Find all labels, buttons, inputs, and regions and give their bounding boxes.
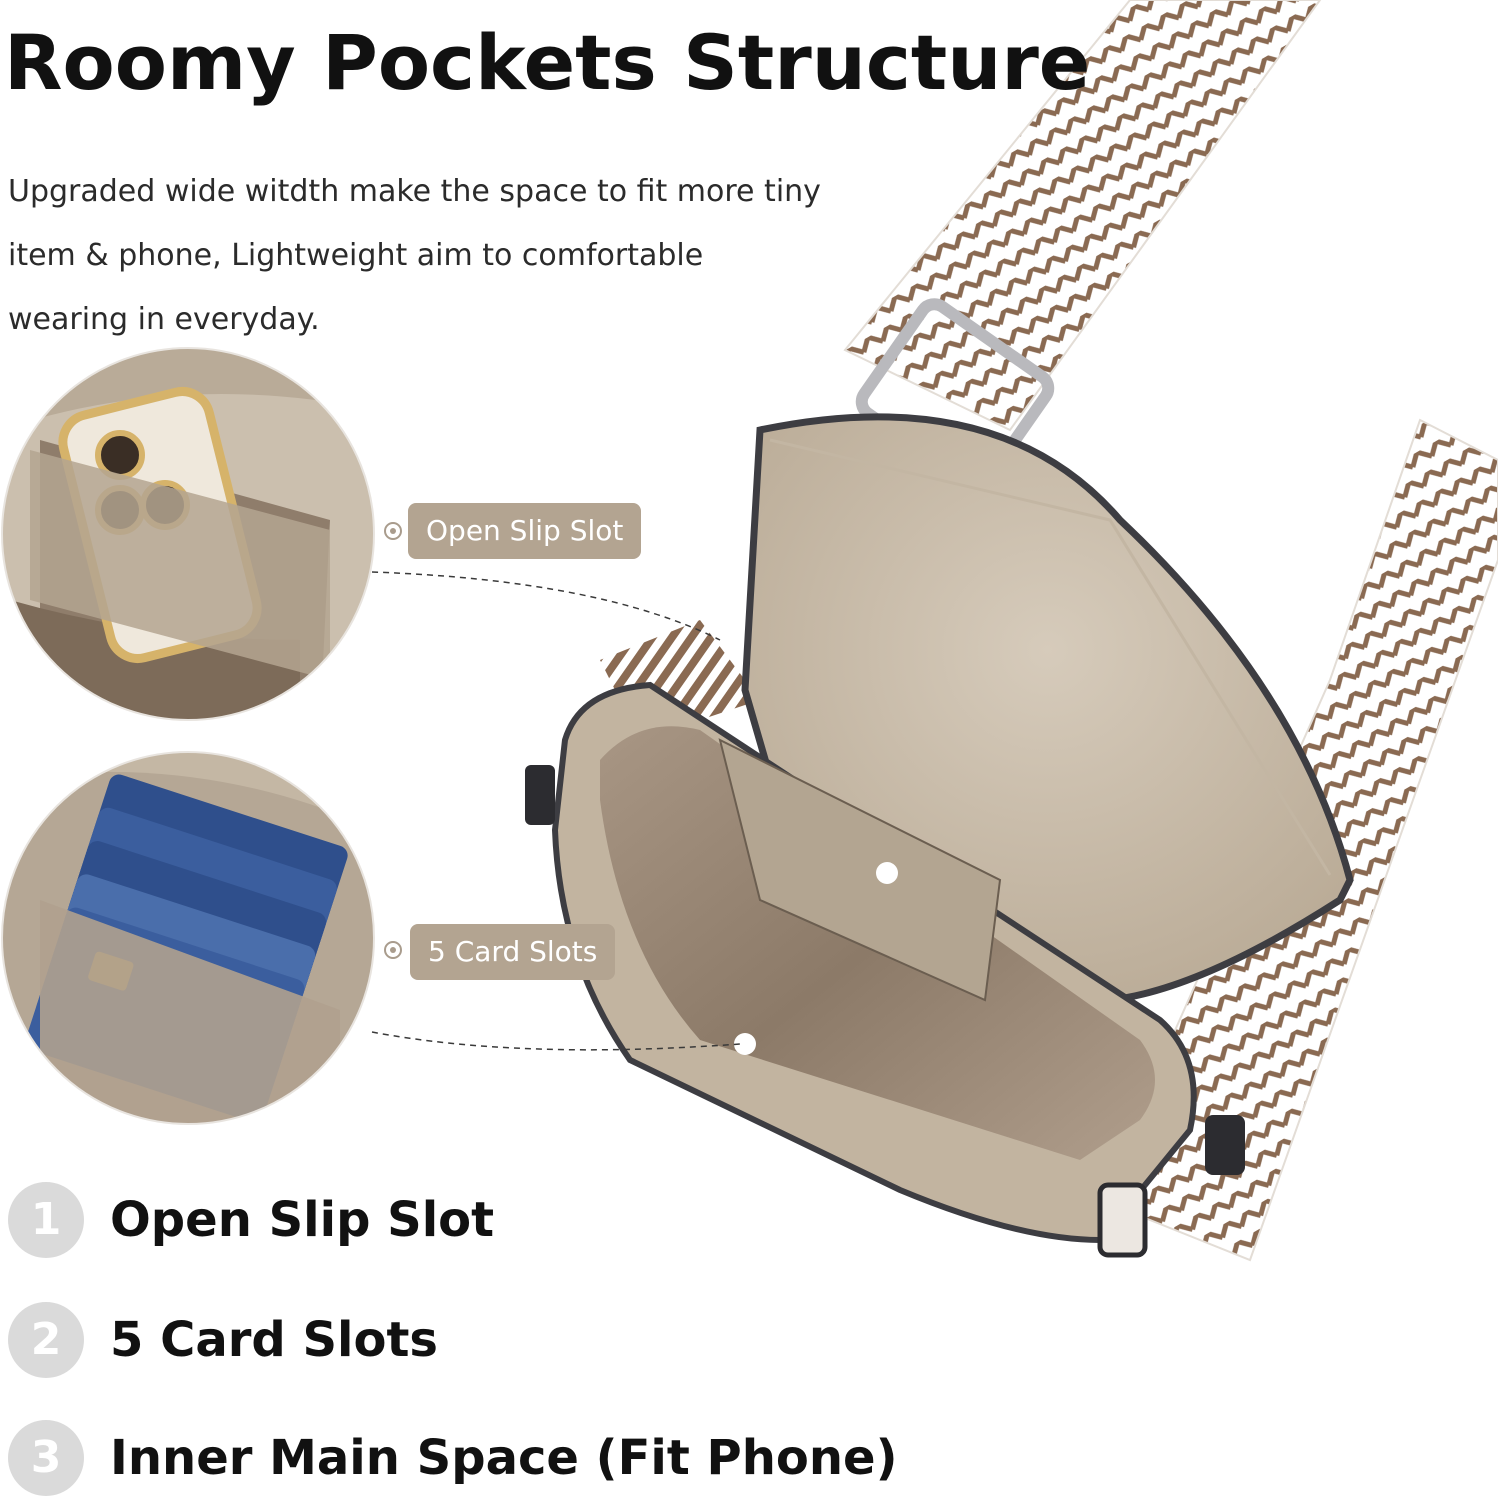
marker-card-slots <box>734 1033 756 1055</box>
feature-item-3: 3 Inner Main Space (Fit Phone) <box>8 1420 898 1496</box>
marker-slip-slot <box>876 862 898 884</box>
description: Upgraded wide witdth make the space to f… <box>8 160 908 352</box>
description-line: Upgraded wide witdth make the space to f… <box>8 174 821 209</box>
feature-item-2: 2 5 Card Slots <box>8 1302 438 1378</box>
description-line: item & phone, Lightweight aim to comfort… <box>8 238 704 273</box>
callout-tag-card-slots: 5 Card Slots <box>410 924 616 980</box>
feature-label: Inner Main Space (Fit Phone) <box>110 1430 898 1486</box>
callout-dot-icon <box>384 522 402 540</box>
feature-number-badge: 3 <box>8 1420 84 1496</box>
feature-label: 5 Card Slots <box>110 1312 438 1368</box>
callout-dot-icon <box>384 941 402 959</box>
description-line: wearing in everyday. <box>8 302 320 337</box>
leader-line-card-slots <box>371 1031 741 1051</box>
callout-tag-slip-slot: Open Slip Slot <box>408 503 642 559</box>
feature-item-1: 1 Open Slip Slot <box>8 1182 494 1258</box>
feature-number-badge: 1 <box>8 1182 84 1258</box>
leader-line-slip-slot <box>371 571 721 641</box>
zoom-circle-card-slots <box>2 752 374 1124</box>
bag-body <box>525 681 1245 1258</box>
zoom-circle-slip-slot <box>2 348 374 720</box>
feature-label: Open Slip Slot <box>110 1192 495 1248</box>
feature-number-badge: 2 <box>8 1302 84 1378</box>
page-title: Roomy Pockets Structure <box>4 18 1091 107</box>
